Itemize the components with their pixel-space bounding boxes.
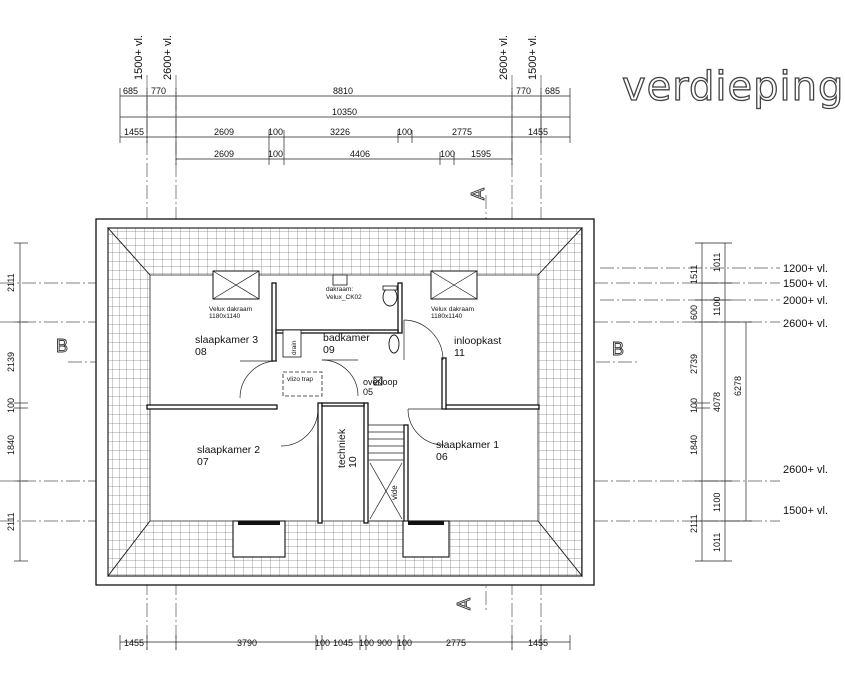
annotation: 1180x1140 [209,313,241,320]
room-number: 11 [454,347,465,359]
section-a-bottom: A [454,598,474,610]
dimension: 100 [440,149,455,159]
dimension: 1511 [689,265,699,284]
dimension: 2111 [6,512,16,531]
level-label: 2000+ vl. [783,295,828,307]
room-name: techniek [336,428,348,468]
level-label: 2600+ vl. [783,464,828,476]
dimension: 4078 [712,392,722,412]
dimension: 1455 [528,638,548,648]
dimension: 1011 [712,533,722,552]
annotation: vlizo trap [287,376,313,383]
room-number: 06 [436,451,448,463]
dimension: 2111 [6,273,16,292]
dimension: 1011 [712,253,722,272]
dimension: 900 [377,638,392,648]
level-label: 1500+ vl. [527,35,539,80]
dimension: 770 [516,86,531,96]
dimension: 770 [151,86,166,96]
annotation: Velux dakraam [209,306,252,313]
dimension: 3790 [237,638,257,648]
dimension: 8810 [333,86,353,96]
dimension: 2775 [446,638,466,648]
bathroom-fixtures [282,285,400,397]
dimension: 1595 [471,149,491,159]
level-label: 1500+ vl. [783,505,828,517]
annotations: Velux dakraam 1180x1140 Velux dakraam 11… [209,286,474,500]
annotation: drain [291,340,298,355]
dimension: 3226 [330,127,350,137]
level-label: 2600+ vl. [162,35,174,80]
room-name: slaapkamer 2 [197,444,260,456]
dimension: 2111 [689,514,699,533]
annotation: vide [390,485,399,500]
building [95,218,595,586]
dimension: 1455 [124,127,144,137]
room-number: 05 [363,387,373,397]
dimension: 2739 [689,354,699,374]
staircase [367,424,405,522]
top-level-labels: 1500+ vl. 2600+ vl. 2600+ vl. 1500+ vl. [133,35,539,80]
annotation: 1180x1140 [431,313,463,320]
right-dimensions: 1511 600 2739 100 1840 2111 1011 1100 40… [689,242,752,562]
level-label: 1500+ vl. [133,35,145,80]
interior-walls [146,282,540,524]
dimension: 1840 [6,435,16,455]
dimension: 600 [689,305,699,320]
room-number: 10 [347,456,359,468]
room-number: 09 [323,344,335,356]
dimension: 1840 [689,435,699,455]
dimension: 685 [545,86,560,96]
top-dimensions: 685 770 8810 770 685 10350 1455 2609 100… [119,86,571,165]
dimension: 685 [123,86,138,96]
room-number: 07 [197,456,209,468]
dimension: 1100 [712,297,722,316]
left-dimensions: 2111 2139 100 1840 2111 [6,242,28,562]
level-label: 2600+ vl. [783,318,828,330]
dimension: 2609 [214,149,234,159]
dimension: 1455 [528,127,548,137]
right-level-labels: 1200+ vl. 1500+ vl. 2000+ vl. 2600+ vl. … [783,263,828,517]
room-name: slaapkamer 3 [195,334,258,346]
doors [239,319,445,447]
room-name: slaapkamer 1 [436,439,499,451]
dimension: 100 [268,149,283,159]
dimension: 10350 [332,107,357,117]
dimension: 100 [397,127,412,137]
room-labels: slaapkamer 3 08 badkamer 09 inloopkast 1… [195,332,501,468]
dimension: 2775 [452,127,472,137]
room-number: 08 [195,346,207,358]
dormers [232,520,450,558]
dimension: 100 [397,638,412,648]
bottom-dimensions: 1455 3790 100 1045 100 900 100 2775 1455 [119,635,571,650]
section-markers: A A B B [56,188,625,611]
dimension: 2139 [6,352,16,372]
dimension: 4406 [350,149,370,159]
section-a-top: A [468,188,488,200]
dimension: 100 [359,638,374,648]
roof-windows [212,270,478,300]
dimension: 100 [689,398,699,413]
level-label: 1500+ vl. [783,278,828,290]
room-name: badkamer [323,332,370,344]
dimension: 2609 [214,127,234,137]
drawing-title: verdieping [621,63,845,110]
level-label: 2600+ vl. [498,35,510,80]
annotation: dakraam: [326,286,353,293]
annotation: Velux_CK02 [326,294,362,301]
annotation: Velux dakraam [431,306,474,313]
room-name: overloop [363,377,398,387]
dimension: 6278 [733,376,743,396]
section-b-left: B [56,336,68,356]
dimension: 1455 [124,638,144,648]
dimension: 100 [268,127,283,137]
level-label: 1200+ vl. [783,263,828,275]
section-b-right: B [612,339,624,359]
dimension: 100 [315,638,330,648]
dimension: 1045 [333,638,353,648]
dimension: 1100 [712,493,722,512]
room-name: inloopkast [454,335,501,347]
dimension: 100 [6,398,16,413]
